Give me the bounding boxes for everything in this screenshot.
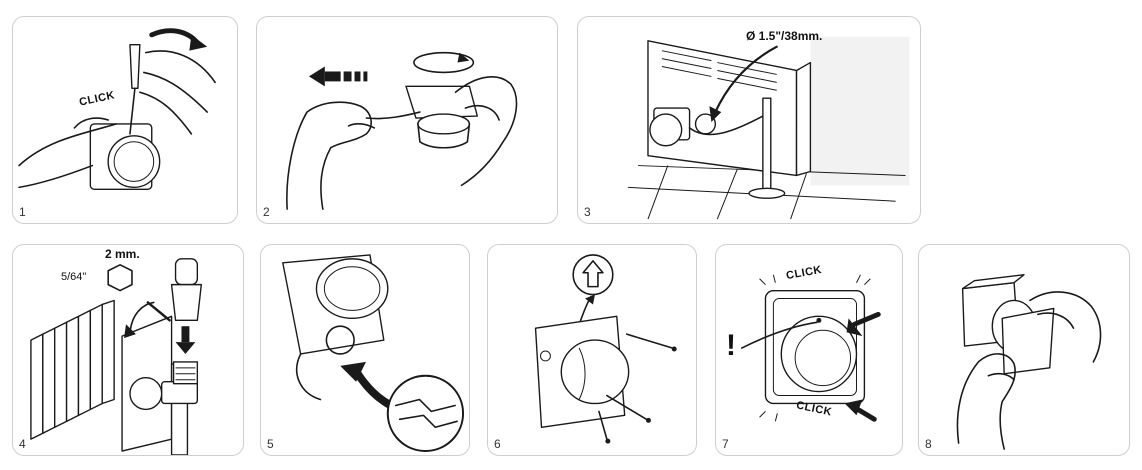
step-number: 7 — [722, 437, 729, 451]
detail-arrow — [340, 361, 366, 382]
valve-body — [172, 361, 199, 385]
alignment-mark — [816, 317, 822, 323]
rotate-ring-arrow — [413, 51, 475, 74]
thermostat-knob — [107, 135, 161, 189]
step-3-illustration — [628, 36, 910, 220]
right-hand — [139, 50, 216, 135]
turn-arrow — [124, 324, 136, 339]
step-5-illustration — [282, 254, 465, 453]
left-hand — [286, 101, 372, 210]
step-3-panel: Ø 1.5"/38mm. 3 — [577, 16, 921, 224]
detail-highlight — [325, 325, 355, 355]
step-6-panel: 6 — [487, 244, 697, 456]
step-7-panel: CLICK CLICK ! 7 — [715, 244, 903, 456]
hex-size-metric: 2 mm. — [105, 247, 140, 261]
radiator-fins — [30, 299, 115, 440]
zoom-detail — [386, 374, 465, 453]
left-hand — [956, 353, 1016, 450]
protective-film — [1001, 307, 1055, 375]
screw — [625, 333, 674, 349]
screw — [598, 410, 608, 440]
screwdriver-handle — [129, 44, 141, 90]
thermostat-knob — [780, 315, 858, 393]
step-5-panel: 5 — [260, 244, 470, 456]
step-number: 3 — [584, 205, 591, 219]
step-4-illustration — [30, 258, 202, 455]
step-1-illustration — [18, 28, 216, 191]
step-number: 5 — [267, 437, 274, 451]
thermostat-knob — [649, 113, 683, 147]
diameter-dimension: Ø 1.5"/38mm. — [746, 29, 823, 43]
sensor-head — [174, 258, 199, 286]
sensor-housing — [405, 85, 479, 119]
rotate-arrow — [189, 34, 208, 51]
warning-icon: ! — [726, 329, 736, 362]
step-8-illustration — [956, 274, 1102, 450]
pull-arrow — [308, 66, 325, 87]
press-arrow-bottom — [844, 399, 863, 416]
valve-pipe — [762, 97, 772, 193]
step-number: 1 — [19, 205, 26, 219]
right-hand — [454, 76, 518, 187]
thermostat-knob — [560, 339, 630, 405]
hex-size-imperial: 5/64" — [61, 271, 87, 283]
step-2-illustration — [286, 51, 518, 210]
step-number: 4 — [19, 437, 26, 451]
step-6-illustration — [534, 254, 677, 444]
step-2-panel: 2 — [256, 16, 558, 224]
step-1-panel: CLICK 1 — [12, 16, 238, 224]
step-number: 6 — [494, 437, 501, 451]
step-4-panel: 2 mm. 5/64" 4 — [12, 244, 244, 456]
thermostat-knob — [315, 258, 389, 319]
step-7-illustration — [740, 274, 881, 422]
down-arrow — [175, 342, 196, 354]
step-number: 8 — [925, 437, 932, 451]
left-hand — [18, 117, 117, 189]
right-hand — [1029, 291, 1102, 363]
step-8-panel: 8 — [918, 244, 1130, 456]
screw — [606, 394, 648, 421]
up-arrow-icon — [572, 254, 614, 296]
press-arrow-top — [846, 318, 863, 337]
step-number: 2 — [263, 205, 270, 219]
placement-arrow — [709, 106, 722, 122]
wall-texture — [810, 36, 910, 186]
hex-key-icon — [107, 264, 133, 292]
